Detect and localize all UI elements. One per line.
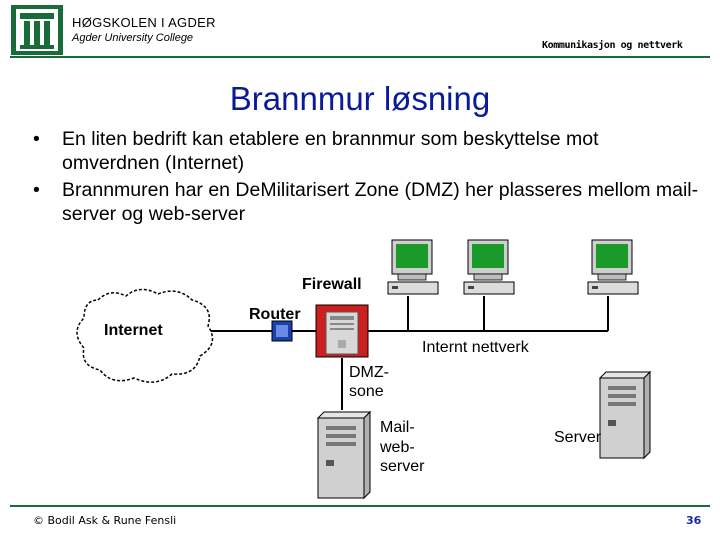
server-label: Server — [554, 429, 602, 446]
dmz-label-line2: sone — [349, 383, 384, 400]
college-logo — [11, 5, 63, 55]
footer-divider — [10, 505, 710, 507]
page-number: 36 — [686, 514, 702, 527]
mail-web-server-icon — [316, 410, 372, 500]
slide-title: Brannmur løsning — [229, 80, 491, 117]
firewall-icon — [315, 304, 369, 358]
router-icon — [271, 320, 293, 342]
mail-server-label-line2: web- — [380, 439, 415, 456]
course-name: Kommunikasjon og nettverk — [542, 40, 683, 51]
internet-cloud-icon — [76, 288, 214, 383]
internal-network-label: Internt nettverk — [422, 339, 529, 356]
footer-authors: © Bodil Ask & Rune Fensli — [33, 514, 177, 527]
workstation-icon — [387, 239, 439, 295]
firewall-label: Firewall — [302, 276, 362, 293]
mail-server-label-line1: Mail- — [380, 419, 415, 436]
header-divider — [10, 56, 710, 58]
school-name: HØGSKOLEN I AGDER — [72, 15, 216, 30]
dmz-label-line1: DMZ- — [349, 364, 389, 381]
workstation-icon — [587, 239, 639, 295]
mail-server-label-line3: server — [380, 458, 425, 475]
router-label: Router — [249, 306, 301, 323]
college-name: Agder University College — [72, 32, 194, 44]
internet-label: Internet — [104, 322, 163, 339]
bullet-list: En liten bedrift kan etablere en brannmu… — [30, 127, 700, 229]
server-icon — [598, 370, 652, 460]
bullet-item: En liten bedrift kan etablere en brannmu… — [30, 127, 700, 175]
bullet-item: Brannmuren har en DeMilitarisert Zone (D… — [30, 178, 700, 226]
workstation-icon — [463, 239, 515, 295]
